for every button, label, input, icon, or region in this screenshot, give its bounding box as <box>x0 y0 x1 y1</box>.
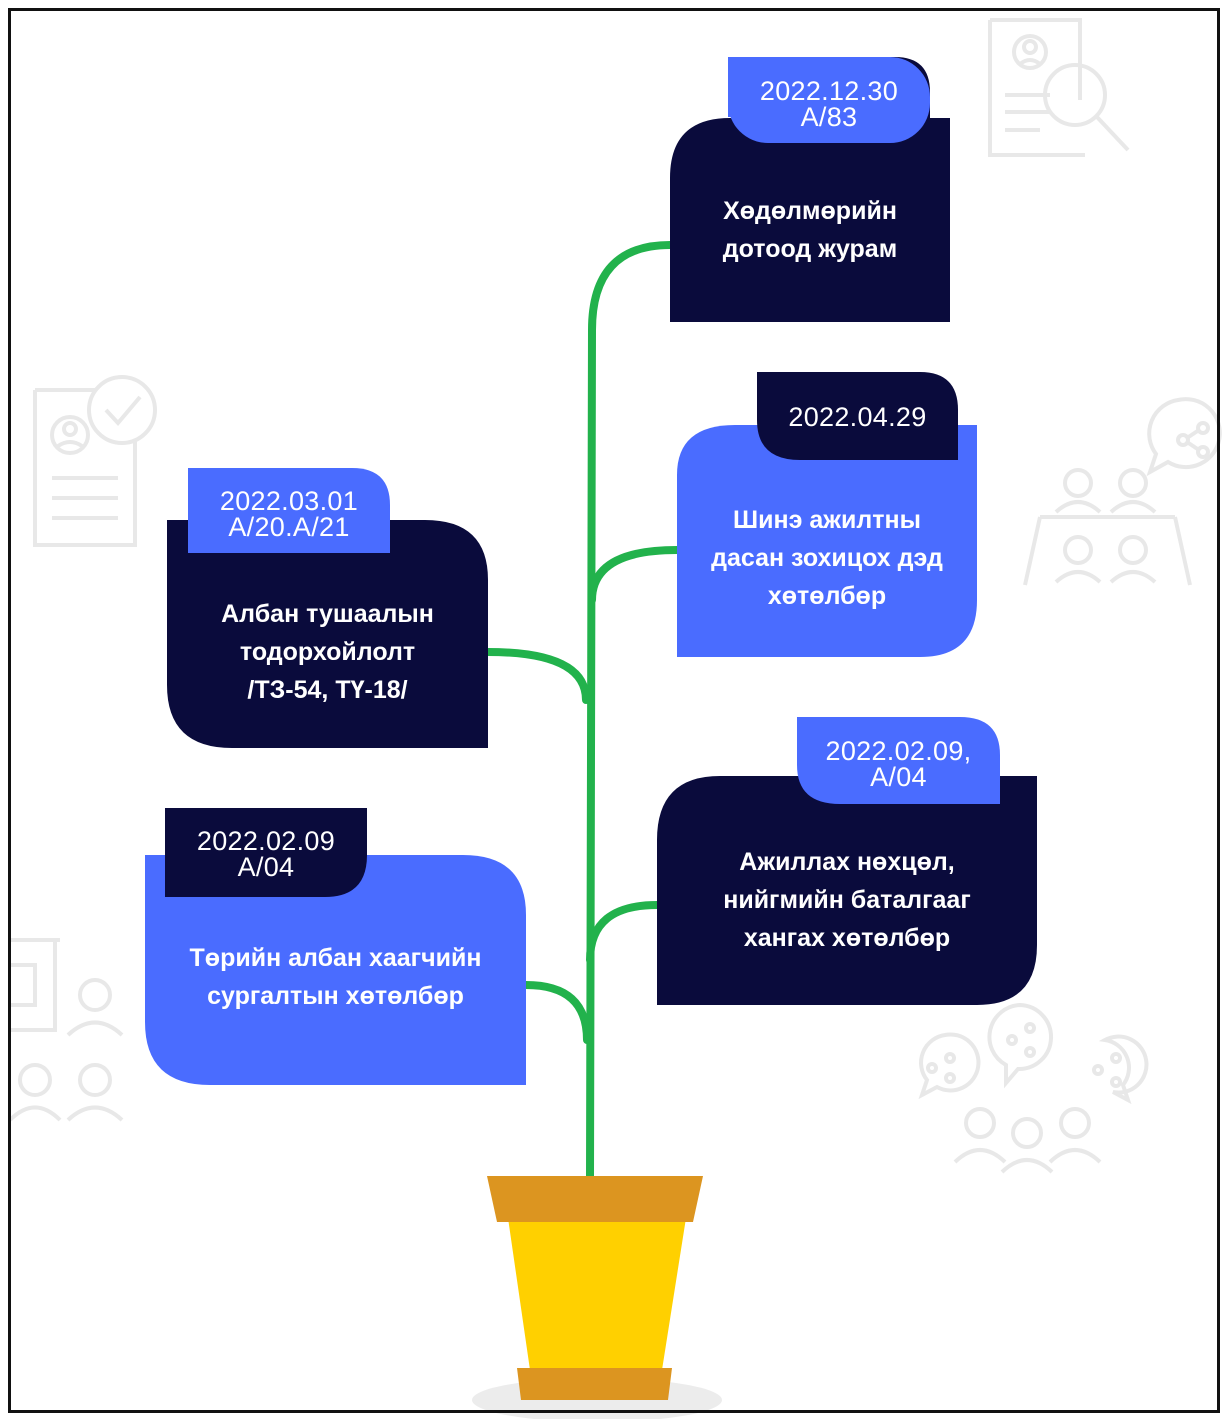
resume-check-icon <box>33 375 157 547</box>
node-3-card <box>167 468 488 748</box>
plant-stem <box>484 241 681 1180</box>
flower-pot <box>472 1176 722 1419</box>
node-4-date-tag: 2022.02.09,А/04 <box>825 736 972 792</box>
node-2-date-tag: 2022.04.29 <box>788 402 927 432</box>
node-1-card <box>670 57 950 322</box>
node-2-card <box>677 372 977 657</box>
meeting-share-icon <box>1023 397 1222 586</box>
node-4-card <box>657 717 1037 1005</box>
group-share-icon <box>918 1002 1149 1174</box>
node-5-card <box>145 808 526 1085</box>
person-computer-icon <box>8 938 124 1122</box>
document-search-icon <box>988 18 1130 157</box>
